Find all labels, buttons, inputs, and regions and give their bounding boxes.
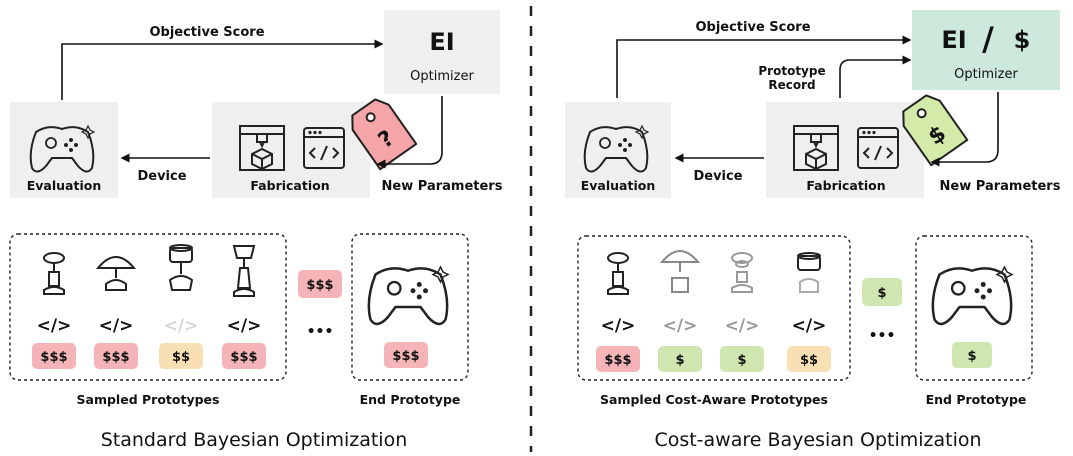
prototype-thumbstick-icon — [232, 245, 256, 297]
prototype-thumbstick-icon — [607, 252, 629, 295]
side-cost-badge — [298, 270, 342, 298]
right-optimizer-label: Optimizer — [954, 67, 1018, 82]
left-section-title: Standard Bayesian Optimization — [101, 429, 408, 451]
cost-badge — [94, 343, 138, 369]
code-glyph: </> — [601, 316, 636, 336]
end-cost-badge — [384, 342, 428, 368]
left-new-parameters-arrow — [376, 96, 443, 169]
prototype-thumbstick-icon — [168, 244, 194, 291]
left-objective-arrow — [61, 39, 384, 100]
prototype-thumbstick-icon — [797, 252, 821, 293]
cost-badge-label: $ — [675, 353, 684, 368]
cost-badge — [787, 346, 831, 372]
left-sampled-label: Sampled Prototypes — [77, 392, 220, 407]
right-optimizer-title-a: EI — [941, 26, 966, 54]
right-fabrication-label: Fabrication — [806, 178, 885, 193]
code-glyph: </> — [37, 316, 72, 336]
price-tag-icon: $ — [895, 89, 969, 167]
left-end-label: End Prototype — [360, 392, 461, 407]
end-cost-label: $ — [967, 349, 976, 364]
right-objective-score: Objective Score — [695, 20, 810, 35]
right-prototype-record-line2: Record — [768, 78, 815, 92]
cost-badge-label: $$ — [172, 350, 190, 365]
right-evaluation-box — [565, 102, 671, 198]
left-optimizer-label: Optimizer — [410, 69, 474, 84]
right-prototype-record-line1: Prototype — [758, 64, 825, 78]
code-glyph: </> — [725, 316, 760, 336]
right-optimizer-title-b: $ — [1014, 26, 1031, 54]
cost-badge-label: $$$ — [102, 350, 129, 365]
cost-badge-label: $$$ — [604, 353, 631, 368]
ellipsis: ••• — [307, 324, 334, 340]
cost-badge — [720, 346, 764, 372]
side-cost-label: $ — [877, 286, 886, 301]
right-objective-arrow — [616, 35, 912, 98]
cost-badge-label: $ — [737, 353, 746, 368]
right-new-parameters-arrow — [930, 92, 999, 167]
left-optimizer-box — [384, 10, 500, 94]
prototype-thumbstick-icon — [659, 250, 701, 293]
prototype-thumbstick-icon — [43, 252, 65, 295]
left-panel: EI Optimizer Objective Score Evaluation … — [9, 10, 503, 451]
cost-badge-label: $$$ — [40, 350, 67, 365]
prototype-thumbstick-icon — [95, 256, 137, 291]
left-evaluation-label: Evaluation — [27, 178, 102, 193]
right-evaluation-label: Evaluation — [581, 178, 656, 193]
left-optimizer-title: EI — [429, 28, 454, 56]
cost-badge — [596, 346, 640, 372]
right-end-prototype-box — [915, 235, 1033, 381]
prototype-thumbstick-icon — [731, 252, 753, 293]
left-sampled-prototypes-box — [9, 233, 287, 381]
code-glyph: </> — [164, 316, 199, 336]
code-glyph: </> — [227, 316, 262, 336]
right-sampled-prototypes-box — [577, 235, 851, 381]
left-new-parameters-label: New Parameters — [382, 179, 503, 194]
right-optimizer-box — [912, 10, 1060, 90]
price-tag-icon: ? — [344, 93, 418, 171]
end-cost-badge — [952, 342, 992, 368]
right-end-label: End Prototype — [926, 392, 1027, 407]
left-objective-score: Objective Score — [149, 25, 264, 40]
right-section-title: Cost-aware Bayesian Optimization — [654, 429, 981, 451]
code-glyph: </> — [663, 316, 698, 336]
cost-badge — [32, 343, 76, 369]
cost-badge — [658, 346, 702, 372]
right-optimizer-slash: / — [982, 20, 994, 58]
cost-badge — [222, 343, 266, 369]
right-sampled-label: Sampled Cost-Aware Prototypes — [600, 392, 828, 407]
left-evaluation-box — [10, 102, 118, 198]
controller-icon — [931, 265, 1014, 326]
code-glyph: </> — [792, 316, 827, 336]
right-prototype-record-arrow — [839, 55, 912, 98]
ellipsis: ••• — [869, 328, 896, 344]
left-device-label: Device — [137, 169, 186, 184]
side-cost-badge — [862, 278, 902, 306]
cost-badge-label: $$ — [800, 353, 818, 368]
cost-badge — [159, 343, 203, 369]
code-glyph: </> — [99, 316, 134, 336]
left-fabrication-label: Fabrication — [250, 178, 329, 193]
side-cost-label: $$$ — [306, 278, 333, 293]
end-cost-label: $$$ — [392, 349, 419, 364]
controller-icon — [367, 265, 450, 326]
right-device-label: Device — [693, 169, 742, 184]
right-panel: EI / $ Optimizer Objective Score Prototy… — [565, 10, 1061, 451]
left-end-prototype-box — [351, 233, 469, 381]
right-new-parameters-label: New Parameters — [940, 179, 1061, 194]
cost-badge-label: $$$ — [230, 350, 257, 365]
